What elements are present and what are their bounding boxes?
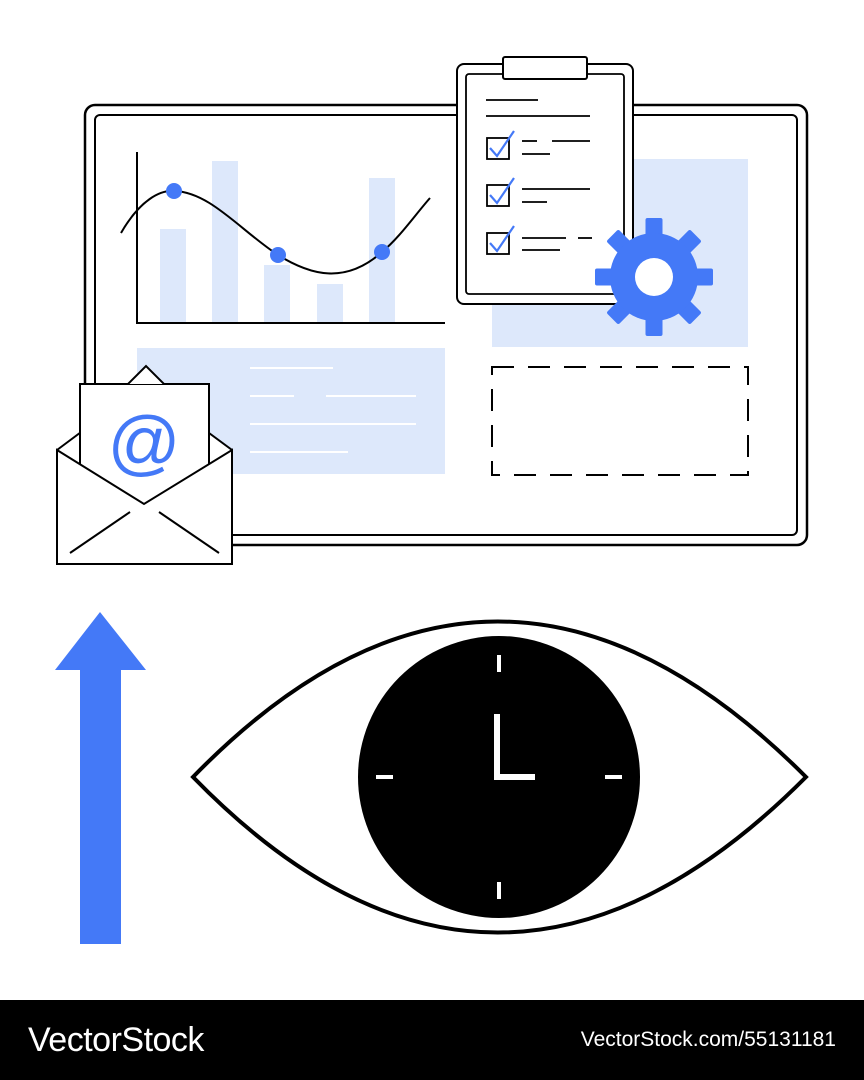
chart-bar [317,284,343,323]
chart-point [270,247,286,263]
illustration-canvas: @ [55,56,809,944]
checkbox [486,232,510,255]
checkbox [486,137,510,160]
chart-bar [264,265,290,323]
clipboard-checklist-icon [456,56,634,305]
chart-bar [212,161,238,323]
checklist-item [486,225,592,255]
gear-hole [635,258,673,296]
dashed-placeholder-box [491,366,749,476]
email-envelope-icon: @ [56,364,233,565]
envelope-fold-line [69,511,131,554]
clipboard-paper [465,73,625,295]
eye-icon [190,619,809,935]
email-at-symbol: @ [107,403,180,483]
checkbox [486,184,510,207]
footer-brand: VectorStock [28,1020,204,1059]
gear-icon [595,218,713,336]
checkmark-icon [489,130,515,158]
checkmark-icon [489,177,515,205]
clock-hands [494,714,535,780]
board-inner-frame [94,114,798,536]
envelope-fold-line [158,511,220,554]
up-arrow-icon [55,612,146,944]
chart-bar [160,229,186,323]
chart-point [374,244,390,260]
chart-point [166,183,182,199]
clipboard-clip [502,56,588,80]
footer-watermark-bar: VectorStock VectorStock.com/55131181 [0,1000,864,1080]
checklist-item [486,130,590,160]
clock-icon [358,636,640,918]
envelope-front-flap [56,448,233,565]
checkmark-icon [489,225,515,253]
footer-url: VectorStock.com/55131181 [580,1028,836,1051]
line-chart-icon [120,152,445,324]
checklist-item [486,177,590,207]
letter-corner [127,364,165,385]
